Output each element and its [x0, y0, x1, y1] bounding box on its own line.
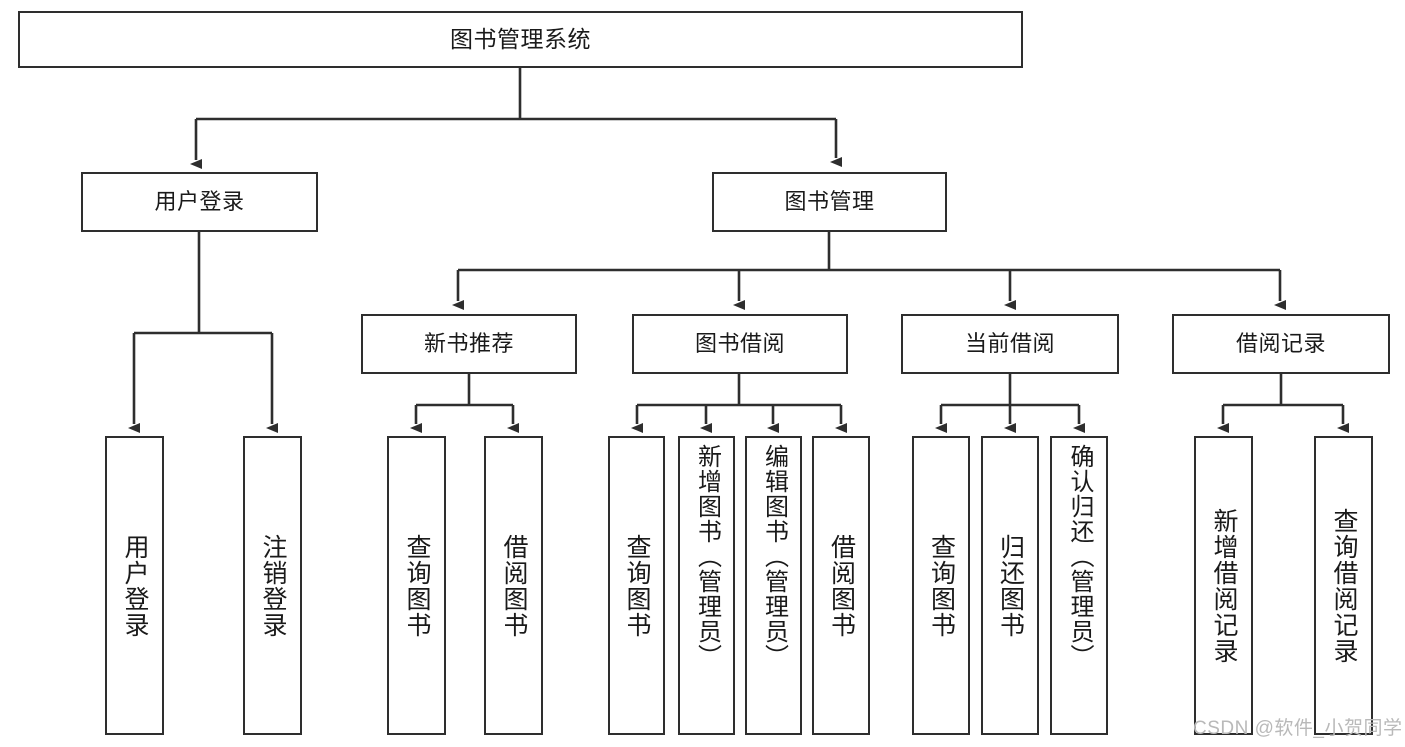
node-label: 图书借阅 [694, 331, 785, 357]
node-label: 用户登录 [154, 189, 245, 215]
node-user-login[interactable]: 用户登录 [81, 172, 318, 232]
watermark-text: CSDN @软件_小贺同学 [1193, 718, 1403, 739]
leaf-query-book-2[interactable]: 查询图书 [608, 436, 665, 735]
node-label: 图书管理 [784, 189, 875, 215]
node-label: 借阅记录 [1235, 331, 1326, 357]
node-book-borrow[interactable]: 图书借阅 [632, 314, 848, 374]
node-new-book-recommend[interactable]: 新书推荐 [361, 314, 577, 374]
node-label: 归还图书 [996, 533, 1025, 638]
leaf-return-book[interactable]: 归还图书 [981, 436, 1039, 735]
leaf-borrow-book-1[interactable]: 借阅图书 [484, 436, 543, 735]
leaf-add-borrow-record[interactable]: 新增借阅记录 [1194, 436, 1253, 735]
node-label: 查询借阅记录 [1330, 507, 1358, 664]
node-label: 新书推荐 [423, 331, 514, 357]
node-label: 注销登录 [259, 533, 287, 638]
node-label: 借阅图书 [827, 533, 856, 638]
node-label: 新增借阅记录 [1210, 507, 1238, 664]
leaf-confirm-return-admin[interactable]: 确认归还（管理员） [1050, 436, 1108, 735]
node-label: 查询图书 [623, 533, 651, 638]
node-current-borrow[interactable]: 当前借阅 [901, 314, 1119, 374]
node-label: 确认归还（管理员） [1066, 444, 1093, 669]
leaf-query-book-1[interactable]: 查询图书 [387, 436, 446, 735]
leaf-query-borrow-record[interactable]: 查询借阅记录 [1314, 436, 1373, 735]
leaf-borrow-book-2[interactable]: 借阅图书 [812, 436, 870, 735]
node-label: 查询图书 [927, 533, 956, 638]
leaf-add-book-admin[interactable]: 新增图书（管理员） [678, 436, 735, 735]
leaf-user-login[interactable]: 用户登录 [105, 436, 164, 735]
node-label: 查询图书 [403, 533, 431, 638]
node-label: 当前借阅 [964, 331, 1055, 357]
leaf-query-book-3[interactable]: 查询图书 [912, 436, 970, 735]
leaf-edit-book-admin[interactable]: 编辑图书（管理员） [745, 436, 802, 735]
node-label: 新增图书（管理员） [693, 444, 721, 669]
node-label: 编辑图书（管理员） [760, 444, 788, 669]
node-label: 借阅图书 [500, 533, 528, 638]
node-root-system[interactable]: 图书管理系统 [18, 11, 1023, 68]
node-book-management[interactable]: 图书管理 [712, 172, 947, 232]
node-label: 图书管理系统 [450, 26, 591, 53]
leaf-logout[interactable]: 注销登录 [243, 436, 302, 735]
node-label: 用户登录 [121, 533, 149, 638]
node-borrow-record[interactable]: 借阅记录 [1172, 314, 1390, 374]
